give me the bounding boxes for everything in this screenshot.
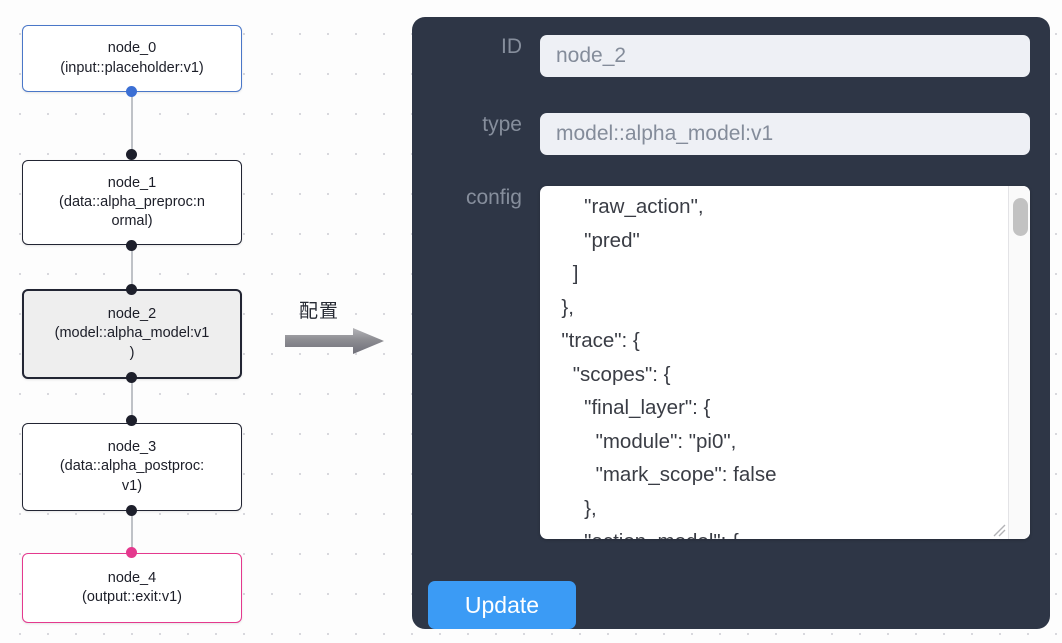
type-field-row: type [412, 113, 1050, 155]
config-arrow-group: 配置 [285, 296, 395, 366]
edge-node2-node3[interactable] [131, 376, 133, 418]
config-field-label: config [465, 186, 522, 209]
edge-node3-node4[interactable] [131, 509, 133, 551]
node_1-target-port[interactable] [126, 149, 137, 160]
config-scrollbar-thumb[interactable] [1013, 198, 1028, 236]
type-input[interactable] [540, 113, 1030, 155]
graph-node-label: node_4 (output::exit:v1) [82, 569, 182, 605]
resize-handle-icon[interactable] [989, 520, 1007, 538]
right-arrow-icon [285, 328, 384, 354]
node_0-source-port[interactable] [126, 86, 137, 97]
update-button[interactable]: Update [428, 581, 576, 629]
node-graph[interactable]: node_0 (input::placeholder:v1) node_1 (d… [0, 0, 400, 643]
graph-node-label: node_2 (model::alpha_model:v1 ) [54, 306, 210, 361]
graph-node-node_3[interactable]: node_3 (data::alpha_postproc: v1) [22, 423, 242, 511]
node_2-source-port[interactable] [126, 372, 137, 383]
id-input[interactable] [540, 35, 1030, 77]
config-textarea[interactable]: "raw_action", "pred" ] }, "trace": { "sc… [540, 186, 1008, 539]
config-field-row: config "raw_action", "pred" ] }, "trace"… [412, 186, 1050, 539]
config-arrow-label: 配置 [299, 300, 340, 322]
graph-node-label: node_0 (input::placeholder:v1) [60, 40, 204, 76]
config-scrollbar[interactable] [1008, 186, 1030, 539]
edge-node1-node2[interactable] [131, 244, 133, 288]
node_4-target-port[interactable] [126, 547, 137, 558]
id-field-row: ID [412, 35, 1050, 77]
edge-node0-node1[interactable] [131, 90, 133, 152]
graph-node-node_0[interactable]: node_0 (input::placeholder:v1) [22, 25, 242, 92]
graph-node-label: node_1 (data::alpha_preproc:n ormal) [59, 174, 205, 230]
graph-node-label: node_3 (data::alpha_postproc: v1) [59, 439, 205, 494]
node_2-target-port[interactable] [126, 284, 137, 295]
id-field-label: ID [501, 35, 522, 58]
graph-node-node_1[interactable]: node_1 (data::alpha_preproc:n ormal) [22, 160, 242, 245]
node-config-panel: ID type config "raw_action", "pred" ] },… [412, 17, 1050, 629]
node_3-target-port[interactable] [126, 415, 137, 426]
graph-node-node_4[interactable]: node_4 (output::exit:v1) [22, 553, 242, 623]
node_3-source-port[interactable] [126, 505, 137, 516]
graph-node-node_2[interactable]: node_2 (model::alpha_model:v1 ) [22, 289, 242, 379]
type-field-label: type [482, 113, 522, 136]
node_1-source-port[interactable] [126, 240, 137, 251]
config-textarea-wrapper: "raw_action", "pred" ] }, "trace": { "sc… [540, 186, 1030, 539]
